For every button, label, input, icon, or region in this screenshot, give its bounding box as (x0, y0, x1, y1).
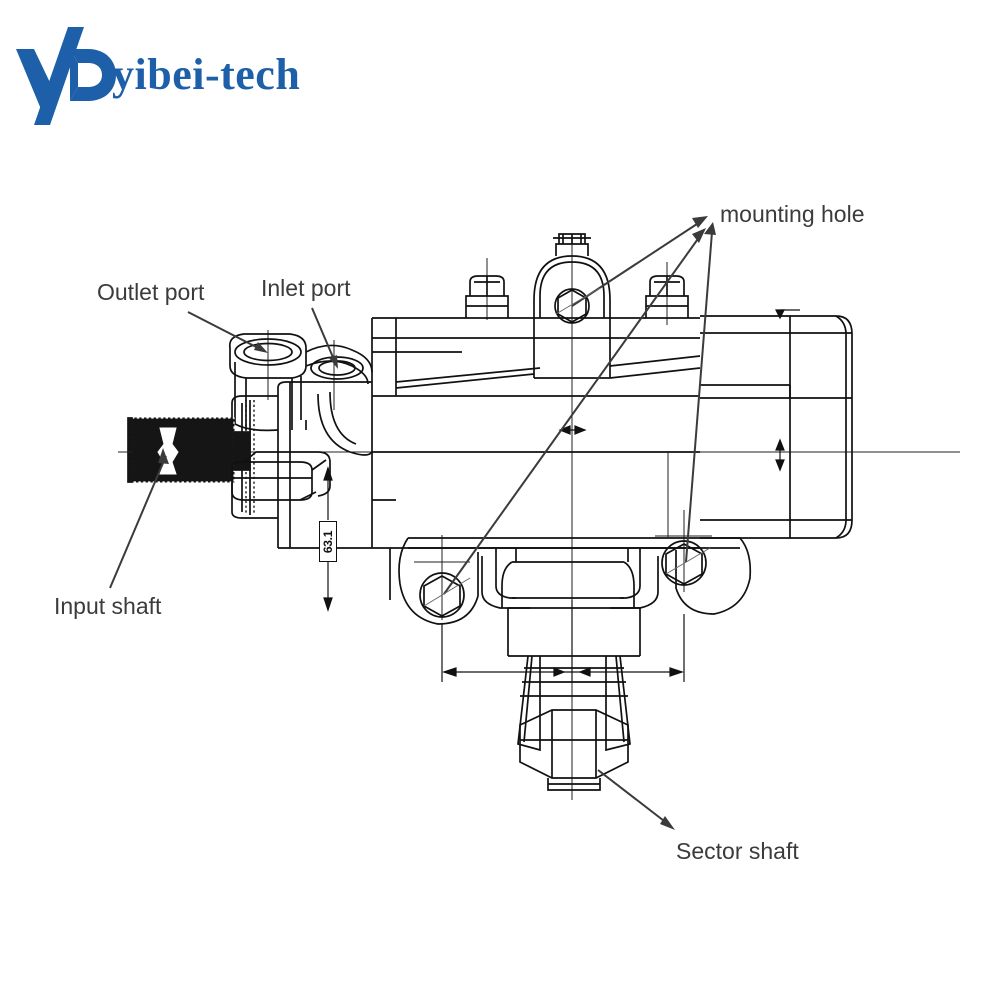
yb-monogram-logo-icon (16, 26, 116, 125)
callout-outlet-port: Outlet port (97, 279, 205, 305)
dimension-lines (323, 309, 800, 682)
brand-name: yibei-tech (112, 49, 301, 99)
input-shaft-assembly (118, 417, 251, 483)
callout-sector-shaft: Sector shaft (676, 838, 799, 864)
adjuster-lever (231, 451, 331, 501)
cylinder-body (700, 315, 853, 539)
sector-shaft-spline (517, 655, 631, 752)
leader-lines (109, 216, 716, 830)
lower-housing (398, 537, 752, 657)
hole-leader-whiskers (423, 287, 711, 607)
callout-mounting-hole: mounting hole (720, 201, 865, 227)
brand-logo: yibei-tech (10, 22, 300, 127)
callout-input-shaft: Input shaft (54, 593, 162, 619)
callout-inlet-port: Inlet port (261, 275, 351, 301)
dimension-note-63-1: 63.1 (319, 521, 337, 562)
bolt-head-left (465, 275, 509, 318)
dimension-note-value: 63.1 (321, 530, 335, 553)
housing-shading (395, 355, 701, 389)
sector-shaft-nut (519, 709, 629, 791)
valve-block (228, 333, 373, 549)
main-housing (371, 317, 700, 600)
bolt-head-right (645, 275, 689, 318)
